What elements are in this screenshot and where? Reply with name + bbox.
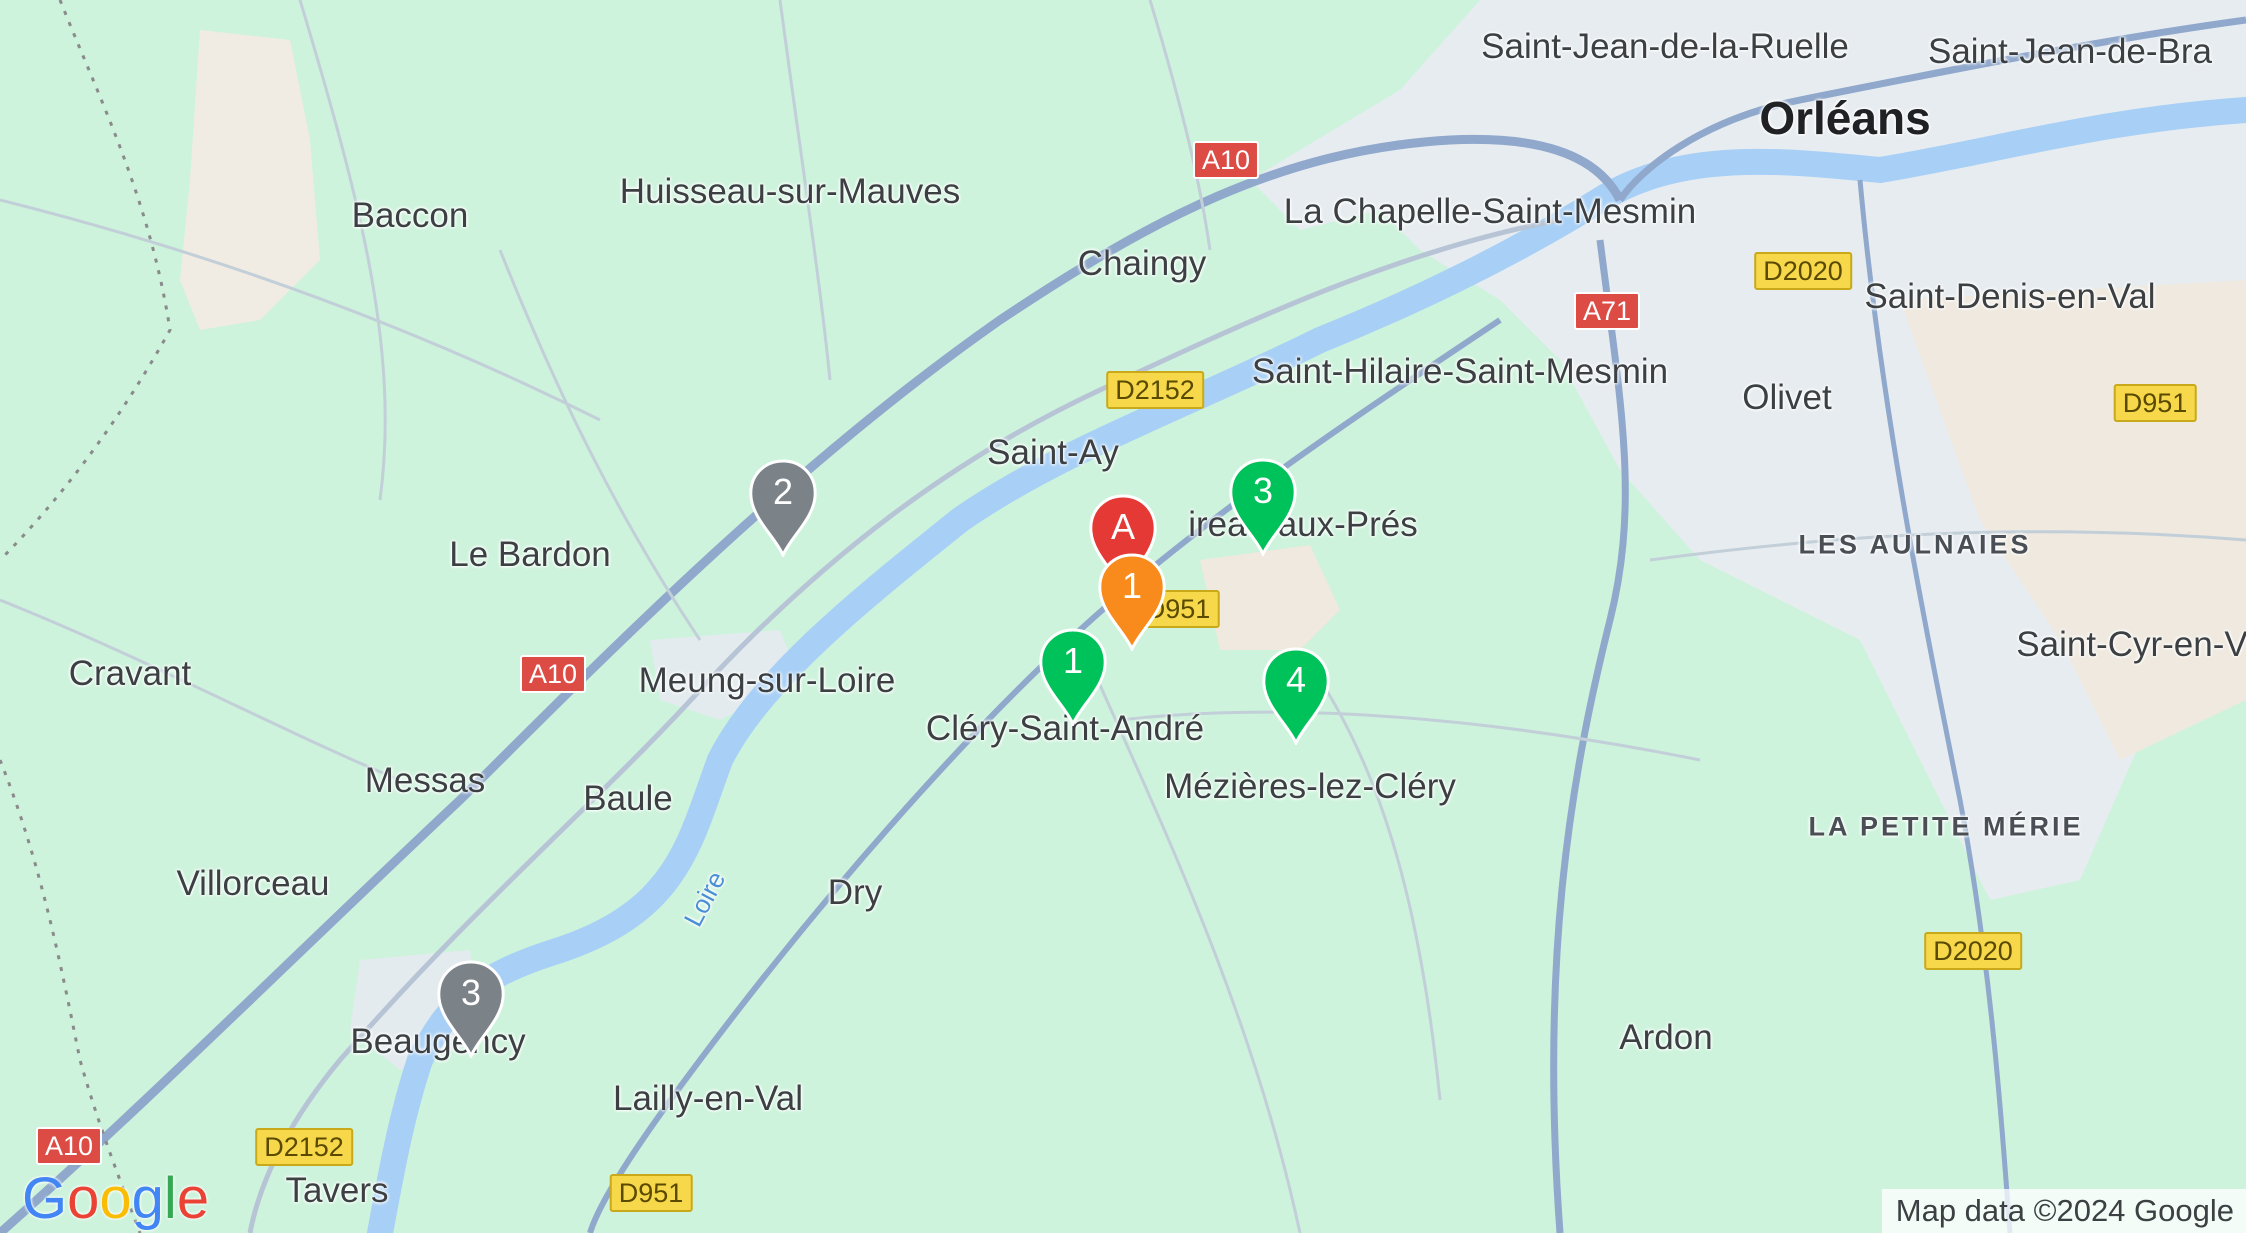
logo-letter-g: g [131,1166,164,1231]
marker-label: 3 [1252,470,1274,511]
place-label-baccon: Baccon [351,196,469,235]
place-label-olivet: Olivet [1742,378,1832,417]
map-marker-green-1[interactable]: 1 [1035,626,1111,726]
a10-motorway-east [1617,16,2246,202]
marker-label: 4 [1285,659,1307,700]
marker-label: 3 [460,972,482,1013]
place-label-les-aulnaies: LES AULNAIES [1798,529,2032,560]
logo-letter-o: o [99,1166,132,1231]
logo-letter-g: G [22,1166,68,1231]
place-label-tavers: Tavers [285,1171,389,1210]
road-shield-d2020: D2020 [1924,932,2022,970]
place-label-messas: Messas [364,761,486,800]
place-label-dry: Dry [827,873,883,912]
road-shield-d951: D951 [609,1174,693,1212]
logo-letter-l: l [163,1166,177,1231]
a71-motorway [1550,239,1629,1233]
place-label-saint-jean-de-la-ruelle: Saint-Jean-de-la-Ruelle [1481,27,1849,66]
road-shield-d2020: D2020 [1754,252,1852,290]
road-shield-a10: A10 [519,655,587,693]
place-label-meung-sur-loire: Meung-sur-Loire [638,661,896,700]
place-label-chaingy: Chaingy [1077,244,1207,283]
place-label-clery-saint-andre: Cléry-Saint-André [925,709,1205,748]
map-marker-gray-2[interactable]: 2 [745,457,821,557]
marker-label: 2 [772,471,794,512]
a10-motorway [0,134,1625,1233]
place-label-le-bardon: Le Bardon [449,535,611,574]
place-label-ardon: Ardon [1619,1018,1713,1057]
place-label-cravant: Cravant [68,654,192,693]
marker-label: 1 [1062,640,1084,681]
road-shield-d951: D951 [2113,384,2197,422]
d2152-road [247,217,1561,1233]
marker-label: A [1110,506,1135,547]
place-label-saint-cyr-en-val: Saint-Cyr-en-V [2016,625,2246,664]
road-shield-a10: A10 [1192,141,1260,179]
boundary-line [0,0,172,1233]
place-label-saint-hilaire-saint-mesmin: Saint-Hilaire-Saint-Mesmin [1251,352,1669,391]
map-marker-red-a[interactable]: A [1085,492,1161,592]
road-shield-a10: A10 [35,1127,103,1165]
place-label-orleans: Orléans [1759,92,1931,144]
map-marker-green-3[interactable]: 3 [1225,456,1301,556]
logo-letter-e: e [176,1166,210,1231]
place-label-villorceau: Villorceau [176,864,330,903]
place-label-beaugency: Beaugency [350,1022,526,1061]
place-label-mezieres-lez-clery: Mézières-lez-Cléry [1164,767,1456,806]
d2020-road [1857,179,2013,1233]
logo-letter-o: o [67,1166,100,1231]
map-marker-gray-3[interactable]: 3 [433,958,509,1058]
road-shield-a71: A71 [1573,292,1641,330]
map-attribution[interactable]: Map data ©2024 Google [1881,1189,2246,1233]
road-shield-d2152: D2152 [1106,371,1204,409]
urban-area [1250,0,2246,900]
map-marker-orange-1[interactable]: 1 [1094,551,1170,651]
place-label-baule: Baule [583,779,673,818]
place-label-lailly-en-val: Lailly-en-Val [613,1079,803,1118]
place-label-la-petite-merie: LA PETITE MÉRIE [1808,811,2084,842]
google-logo: Google [22,1165,209,1232]
road-shield-d2152: D2152 [255,1128,353,1166]
place-label-la-chapelle-saint-mesmin: La Chapelle-Saint-Mesmin [1283,192,1697,231]
marker-label: 1 [1121,565,1143,606]
map-marker-green-4[interactable]: 4 [1258,645,1334,745]
place-label-saint-ay: Saint-Ay [987,433,1119,472]
d951-road [587,317,1502,1233]
place-label-saint-jean-de-braye: Saint-Jean-de-Bra [1927,32,2213,71]
sand-area-clery [1200,545,1340,650]
place-label-mareau-aux-pres: ireau-aux-Prés [1188,505,1418,544]
place-label-saint-denis-en-val: Saint-Denis-en-Val [1864,277,2156,316]
sand-area [180,30,320,330]
place-label-huisseau-sur-mauves: Huisseau-sur-Mauves [619,172,961,211]
